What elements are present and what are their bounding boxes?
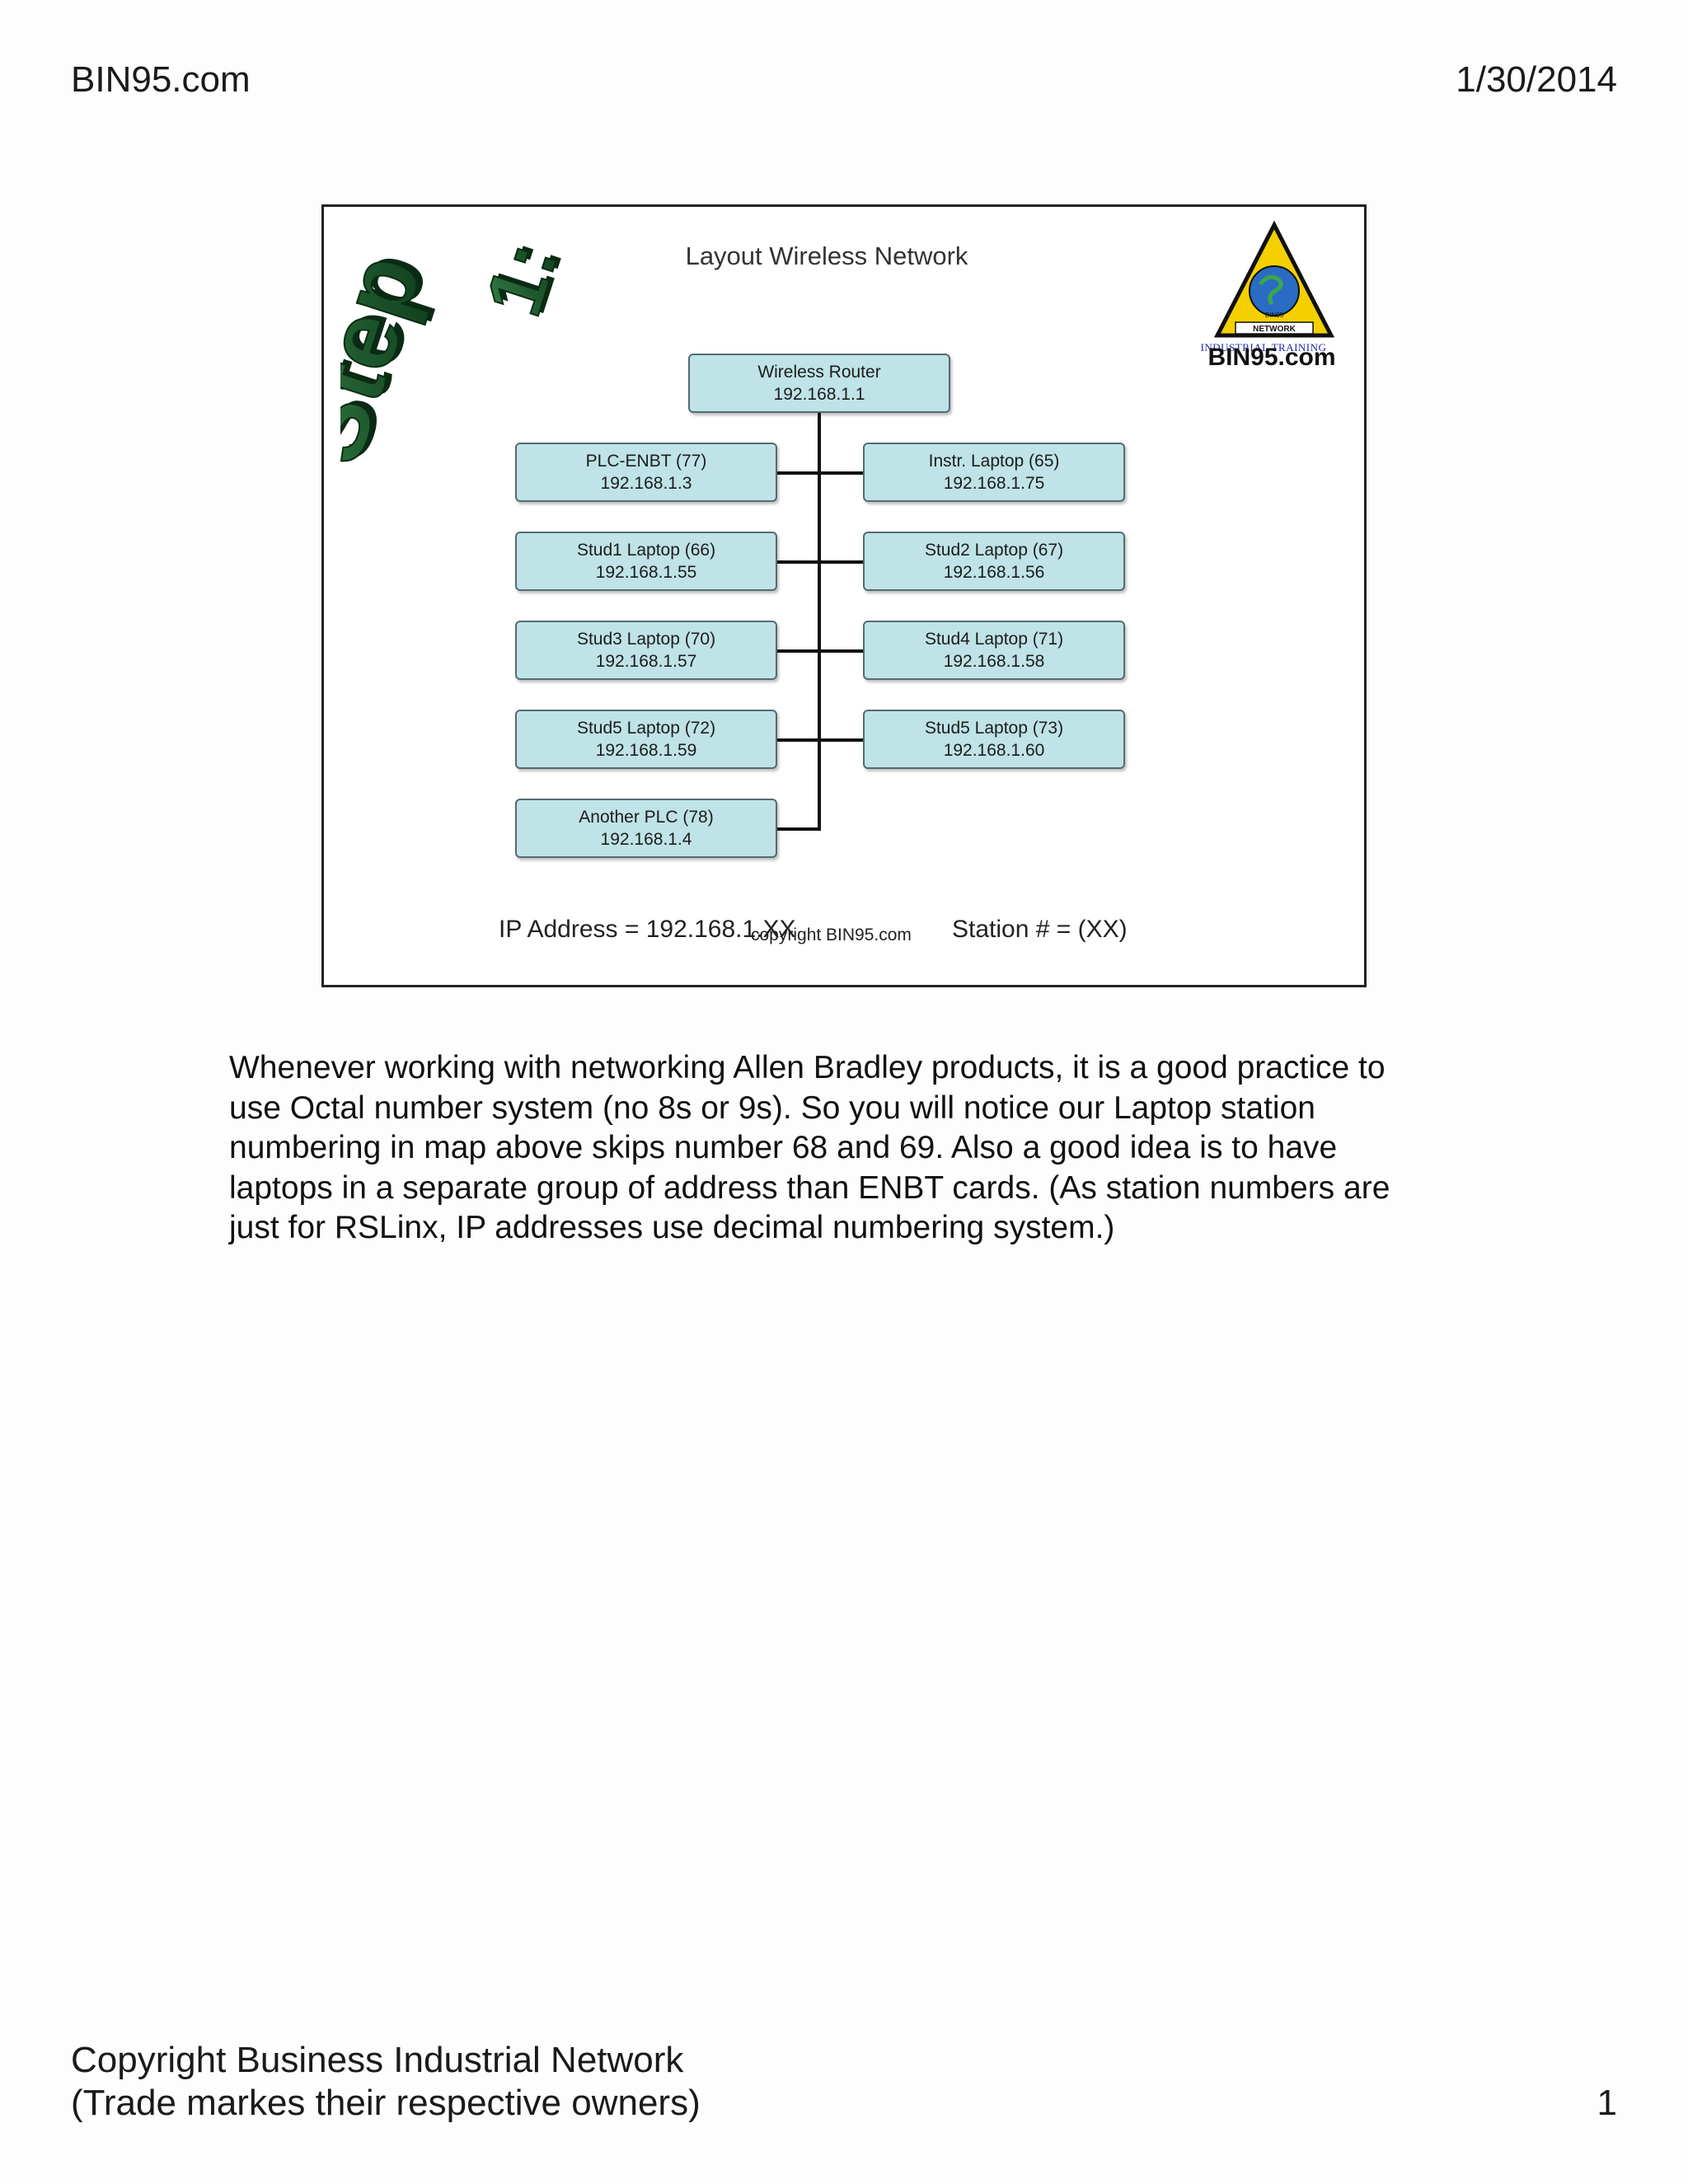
logo-caption: INDUSTRIAL TRAINING <box>1200 341 1327 354</box>
node-name: Stud5 Laptop (72) <box>576 719 716 738</box>
node-stud5-laptop-73: Stud5 Laptop (73) 192.168.1.60 <box>863 710 1125 769</box>
node-name: Another PLC (78) <box>579 808 714 827</box>
node-stud3-laptop: Stud3 Laptop (70) 192.168.1.57 <box>515 621 777 680</box>
node-ip: 192.168.1.4 <box>600 830 692 849</box>
node-name: Stud5 Laptop (73) <box>924 719 1064 738</box>
paragraph-line: just for RSLinx, IP addresses use decima… <box>229 1210 1115 1245</box>
station-number-formula: Station # = (XX) <box>952 916 1128 943</box>
node-name: Stud2 Laptop (67) <box>924 541 1064 560</box>
node-stud2-laptop: Stud2 Laptop (67) 192.168.1.56 <box>863 532 1125 591</box>
node-another-plc: Another PLC (78) 192.168.1.4 <box>515 799 777 858</box>
step-1-art: Step Step 1: 1: <box>340 229 580 476</box>
node-instr-laptop: Instr. Laptop (65) 192.168.1.75 <box>863 443 1125 502</box>
connector-lines <box>777 413 865 831</box>
node-name: Instr. Laptop (65) <box>928 452 1060 471</box>
node-ip: 192.168.1.75 <box>943 474 1045 493</box>
node-wireless-router: Wireless Router 192.168.1.1 <box>688 354 950 413</box>
node-ip: 192.168.1.56 <box>943 563 1045 582</box>
header-date: 1/30/2014 <box>1456 59 1617 100</box>
ip-address-formula: IP Address = 192.168.1.XX <box>499 916 796 943</box>
node-ip: 192.168.1.1 <box>773 385 865 404</box>
paragraph-line: use Octal number system (no 8s or 9s). S… <box>229 1090 1315 1126</box>
node-stud5-laptop-72: Stud5 Laptop (72) 192.168.1.59 <box>515 710 777 769</box>
footer-trademarks: (Trade markes their respective owners) <box>71 2083 701 2123</box>
svg-text:BIN95: BIN95 <box>1265 312 1284 319</box>
node-name: Stud4 Laptop (71) <box>924 630 1064 649</box>
network-diagram-slide: Step Step 1: 1: Layout Wireless Network … <box>321 204 1367 987</box>
node-name: Stud3 Laptop (70) <box>576 630 716 649</box>
node-ip: 192.168.1.60 <box>943 741 1045 760</box>
paragraph-line: numbering in map above skips number 68 a… <box>229 1130 1338 1165</box>
logo-brand: BIN95.com <box>1207 344 1336 371</box>
header-site: BIN95.com <box>71 59 251 100</box>
slide-copyright: copyright BIN95.com <box>751 926 912 944</box>
node-plc-enbt: PLC-ENBT (77) 192.168.1.3 <box>515 443 777 502</box>
node-ip: 192.168.1.55 <box>595 563 697 582</box>
node-name: PLC-ENBT (77) <box>585 452 707 471</box>
page-number: 1 <box>1597 2083 1617 2123</box>
node-stud1-laptop: Stud1 Laptop (66) 192.168.1.55 <box>515 532 777 591</box>
footer-copyright: Copyright Business Industrial Network <box>71 2040 684 2080</box>
node-name: Wireless Router <box>757 363 881 382</box>
explanation-paragraph: Whenever working with networking Allen B… <box>229 1048 1465 1249</box>
node-ip: 192.168.1.59 <box>595 741 697 760</box>
node-ip: 192.168.1.58 <box>943 652 1045 671</box>
svg-text:NETWORK: NETWORK <box>1253 325 1296 334</box>
slide-title: Layout Wireless Network <box>685 241 968 270</box>
node-name: Stud1 Laptop (66) <box>576 541 716 560</box>
node-ip: 192.168.1.3 <box>600 474 692 493</box>
node-stud4-laptop: Stud4 Laptop (71) 192.168.1.58 <box>863 621 1125 680</box>
node-ip: 192.168.1.57 <box>595 652 697 671</box>
paragraph-line: laptops in a separate group of address t… <box>229 1169 1390 1206</box>
paragraph-line: Whenever working with networking Allen B… <box>229 1050 1386 1085</box>
bin95-logo: NETWORK BIN95 <box>1213 220 1335 338</box>
